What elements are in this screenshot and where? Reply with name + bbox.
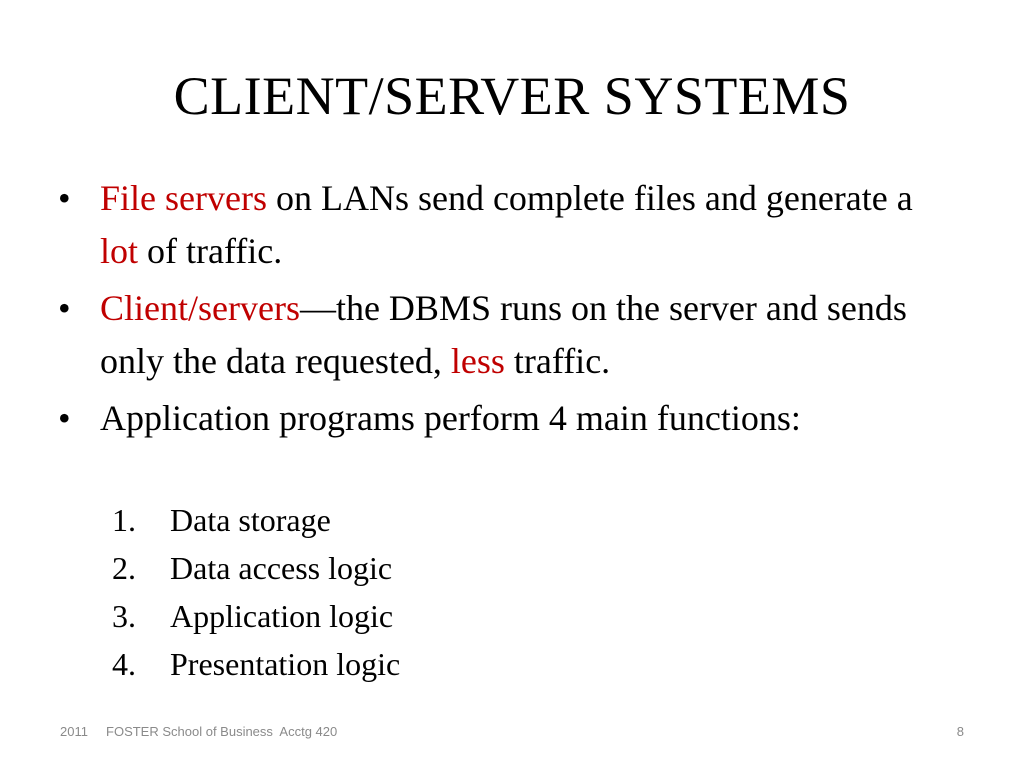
- bullet-text-part: Client/servers: [100, 288, 300, 328]
- function-number: 3.: [112, 598, 136, 634]
- function-number: 2.: [112, 550, 136, 586]
- function-item: 3. Application logic: [112, 592, 400, 640]
- function-number: 1.: [112, 502, 136, 538]
- bullet-text-part: Application programs perform 4 main func…: [100, 398, 801, 438]
- function-item: 1. Data storage: [112, 496, 400, 544]
- bullet-dot-icon: •: [58, 398, 71, 438]
- page-number: 8: [956, 724, 964, 739]
- function-number: 4.: [112, 646, 136, 682]
- bullet-dot-icon: •: [58, 178, 71, 218]
- bullet-text-part: lot: [100, 231, 139, 271]
- function-text: Data access logic: [170, 550, 393, 586]
- bullet-text-part: of traffic.: [138, 231, 283, 271]
- function-text: Application logic: [170, 598, 394, 634]
- bullet-dot-icon: •: [58, 288, 71, 328]
- function-item: 2. Data access logic: [112, 544, 400, 592]
- bullet-text-part: less: [450, 341, 505, 381]
- slide-title: CLIENT/SERVER SYSTEMS: [173, 66, 851, 126]
- footer-text: 2011 FOSTER School of Business Acctg 420: [60, 724, 338, 739]
- bullet-item-file-servers: • File servers on LANs send complete fil…: [58, 172, 958, 278]
- bullet-text-part: traffic.: [504, 341, 611, 381]
- bullet-text-part: —the DBMS runs on the server and sends o…: [100, 288, 907, 381]
- bullet-text-part: on LANs send complete files and generate…: [266, 178, 913, 218]
- bullet-item-application-programs: • Application programs perform 4 main fu…: [58, 392, 958, 445]
- function-text: Presentation logic: [170, 646, 401, 682]
- functions-list: 1. Data storage 2. Data access logic 3. …: [112, 496, 400, 688]
- function-item: 4. Presentation logic: [112, 640, 400, 688]
- bullet-item-client-servers: • Client/servers—the DBMS runs on the se…: [58, 282, 958, 388]
- bullet-text-part: File servers: [100, 178, 267, 218]
- function-text: Data storage: [170, 502, 331, 538]
- bullet-list: • File servers on LANs send complete fil…: [58, 172, 958, 449]
